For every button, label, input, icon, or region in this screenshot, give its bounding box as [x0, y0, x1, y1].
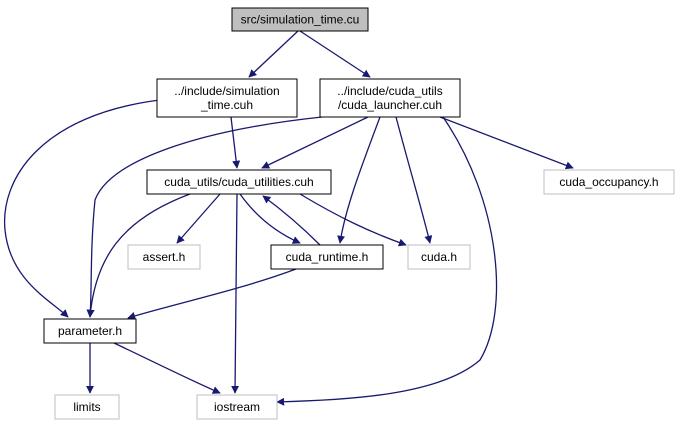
node-runtime[interactable]: cuda_runtime.h	[270, 244, 384, 270]
node-box	[54, 394, 120, 420]
edge-sim_cu-to-launcher	[299, 30, 371, 78]
node-box	[319, 78, 461, 118]
edge-launcher-to-utilities	[261, 116, 369, 169]
edge-parameter-to-iostream	[113, 342, 221, 394]
node-box	[231, 7, 369, 32]
node-label: cuda_utils/cuda_utilities.cuh	[164, 175, 313, 189]
node-parameter[interactable]: parameter.h	[43, 318, 137, 344]
node-box	[127, 244, 201, 270]
node-iostream: iostream	[196, 394, 278, 420]
node-label: cuda_runtime.h	[286, 250, 369, 264]
node-label: /cuda_launcher.cuh	[338, 98, 442, 112]
node-assert: assert.h	[127, 244, 201, 270]
edge-utilities-to-parameter	[86, 193, 191, 318]
edge-sim_cuh-to-parameter	[3, 99, 161, 318]
node-label: ../include/cuda_utils	[337, 84, 442, 98]
node-box	[270, 244, 384, 270]
node-sim_cu[interactable]: src/simulation_time.cu	[231, 7, 369, 32]
dependency-nodes: src/simulation_time.cu ../include/simulat…	[43, 7, 675, 420]
edge-runtime-to-parameter	[127, 268, 297, 320]
edge-launcher-to-parameter	[86, 116, 323, 318]
node-utilities[interactable]: cuda_utils/cuda_utilities.cuh	[146, 169, 332, 195]
node-label: cuda.h	[421, 250, 457, 264]
edge-sim_cuh-to-utilities	[230, 116, 241, 169]
edge-launcher-to-runtime	[337, 116, 381, 244]
node-label: iostream	[214, 400, 260, 414]
node-label: limits	[73, 400, 100, 414]
node-cuda_h: cuda.h	[407, 244, 471, 270]
edge-launcher-to-cuda_h	[395, 116, 433, 244]
node-label: assert.h	[143, 250, 186, 264]
node-box	[196, 394, 278, 420]
node-sim_cuh[interactable]: ../include/simulation_time.cuh	[156, 78, 298, 118]
node-box	[146, 169, 332, 195]
edge-launcher-to-occupancy	[439, 116, 574, 170]
node-label: ../include/simulation	[174, 84, 279, 98]
node-box	[156, 78, 298, 118]
node-label: cuda_occupancy.h	[559, 175, 658, 189]
dependency-edges	[3, 30, 574, 406]
edge-utilities-to-cuda_h	[299, 193, 407, 247]
edge-runtime-to-utilities	[262, 195, 321, 246]
node-launcher[interactable]: ../include/cuda_utils/cuda_launcher.cuh	[319, 78, 461, 118]
node-occupancy: cuda_occupancy.h	[543, 169, 675, 195]
node-box	[407, 244, 471, 270]
edge-launcher-to-iostream	[276, 116, 498, 406]
node-limits: limits	[54, 394, 120, 420]
node-label: parameter.h	[58, 324, 122, 338]
node-box	[543, 169, 675, 195]
node-label: src/simulation_time.cu	[241, 13, 360, 27]
edge-utilities-to-iostream	[231, 193, 240, 394]
edge-utilities-to-assert	[176, 193, 221, 244]
edge-utilities-to-runtime	[239, 193, 301, 244]
node-label: _time.cuh	[200, 98, 253, 112]
edge-sim_cu-to-sim_cuh	[248, 30, 299, 78]
node-box	[43, 318, 137, 344]
